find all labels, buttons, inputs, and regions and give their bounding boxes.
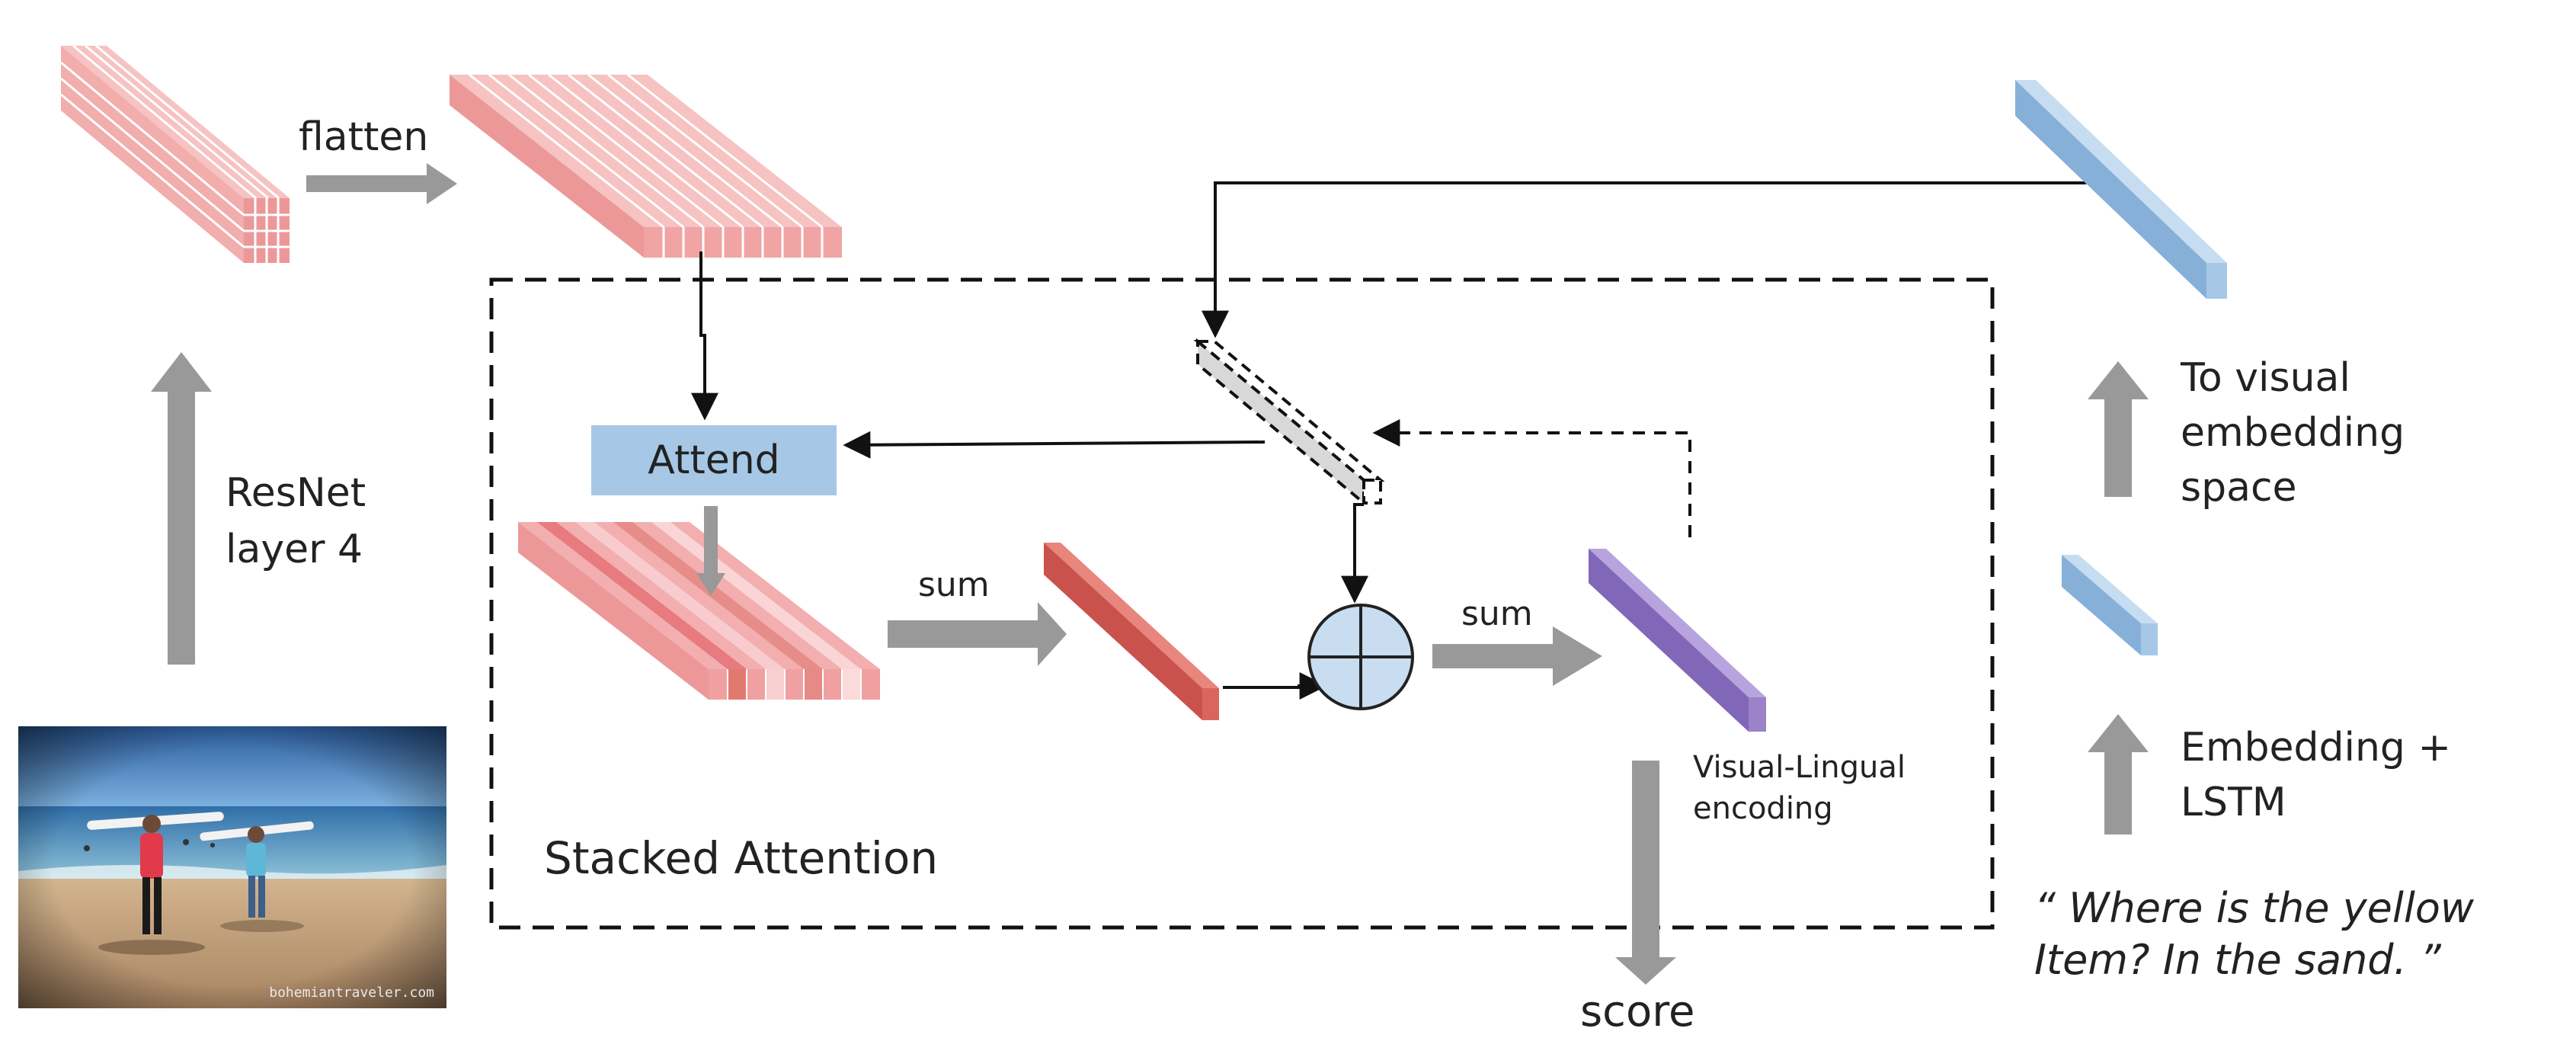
attend-label: Attend bbox=[648, 437, 780, 483]
query-to-attend-line bbox=[843, 431, 1266, 459]
question-text: “ Where is the yellow Item? In the sand.… bbox=[2034, 884, 2475, 984]
input-beach-photo: bohemiantraveler.com bbox=[18, 726, 446, 1008]
slab-to-attend-line bbox=[691, 251, 718, 421]
sum-arrow-left bbox=[888, 602, 1067, 666]
beach-scene bbox=[18, 726, 446, 1008]
visual-space-embedding-vector bbox=[2015, 80, 2227, 299]
flatten-label: flatten bbox=[299, 114, 429, 160]
feedback-dashed-line bbox=[1372, 419, 1691, 537]
score-label: score bbox=[1580, 987, 1695, 1036]
resnet-up-arrow bbox=[151, 352, 212, 665]
flattened-feature-slab bbox=[450, 73, 842, 258]
resnet-feature-map bbox=[60, 44, 290, 263]
to-visual-space-label: To visual embedding space bbox=[2181, 355, 2405, 511]
visual-lingual-label: Visual-Lingual encoding bbox=[1693, 750, 1906, 826]
to-visual-space-arrow bbox=[2088, 361, 2149, 497]
stacked-attention-label: Stacked Attention bbox=[544, 832, 939, 884]
flatten-arrow bbox=[306, 163, 457, 204]
attend-down-arrow bbox=[696, 506, 725, 596]
vector-to-circle-line bbox=[1223, 672, 1327, 700]
summed-visual-vector bbox=[1044, 543, 1219, 720]
query-to-circle-line bbox=[1341, 503, 1368, 604]
embedding-to-query-line bbox=[1202, 181, 2086, 338]
embedding-lstm-arrow bbox=[2088, 714, 2149, 835]
visual-lingual-vector bbox=[1589, 549, 1766, 732]
sum-circle bbox=[1307, 604, 1414, 710]
embedding-lstm-label: Embedding + LSTM bbox=[2181, 725, 2452, 825]
lstm-embedding-vector bbox=[2062, 555, 2158, 655]
sum-label-right: sum bbox=[1461, 594, 1533, 633]
photo-credit: bohemiantraveler.com bbox=[269, 985, 434, 1001]
resnet-label: ResNet layer 4 bbox=[226, 470, 366, 572]
stacked-attention-box bbox=[489, 277, 1995, 930]
attended-feature-slab bbox=[518, 522, 880, 700]
sum-label-left: sum bbox=[918, 565, 990, 604]
sum-arrow-right bbox=[1432, 626, 1602, 686]
score-down-arrow bbox=[1615, 761, 1676, 985]
query-vector-dashed bbox=[1193, 338, 1385, 507]
attend-module: Attend bbox=[591, 425, 837, 495]
